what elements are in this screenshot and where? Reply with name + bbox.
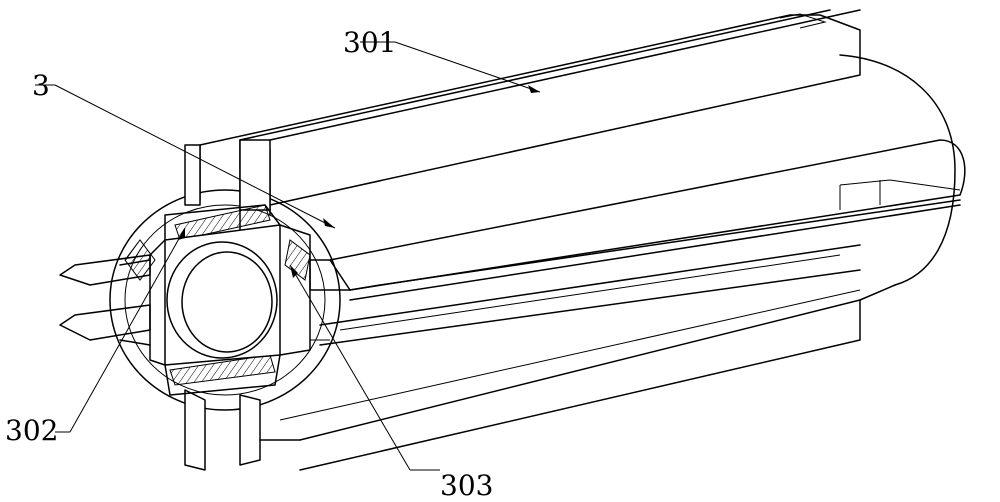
bottom-blade: [184, 389, 301, 471]
middle-blade: [319, 244, 861, 346]
top-blade: [199, 9, 861, 256]
right-blade: [309, 139, 966, 301]
top-front-blade: [184, 139, 271, 211]
cylinder-body: [279, 54, 956, 471]
label-303: 303: [440, 469, 493, 502]
end-cap: [109, 189, 341, 411]
hatched-ring: [124, 204, 311, 386]
label-302: 302: [5, 414, 58, 447]
leader-lines: [35, 41, 541, 471]
label-3: 3: [32, 69, 50, 102]
label-301: 301: [343, 26, 396, 59]
central-tube: [166, 241, 278, 359]
